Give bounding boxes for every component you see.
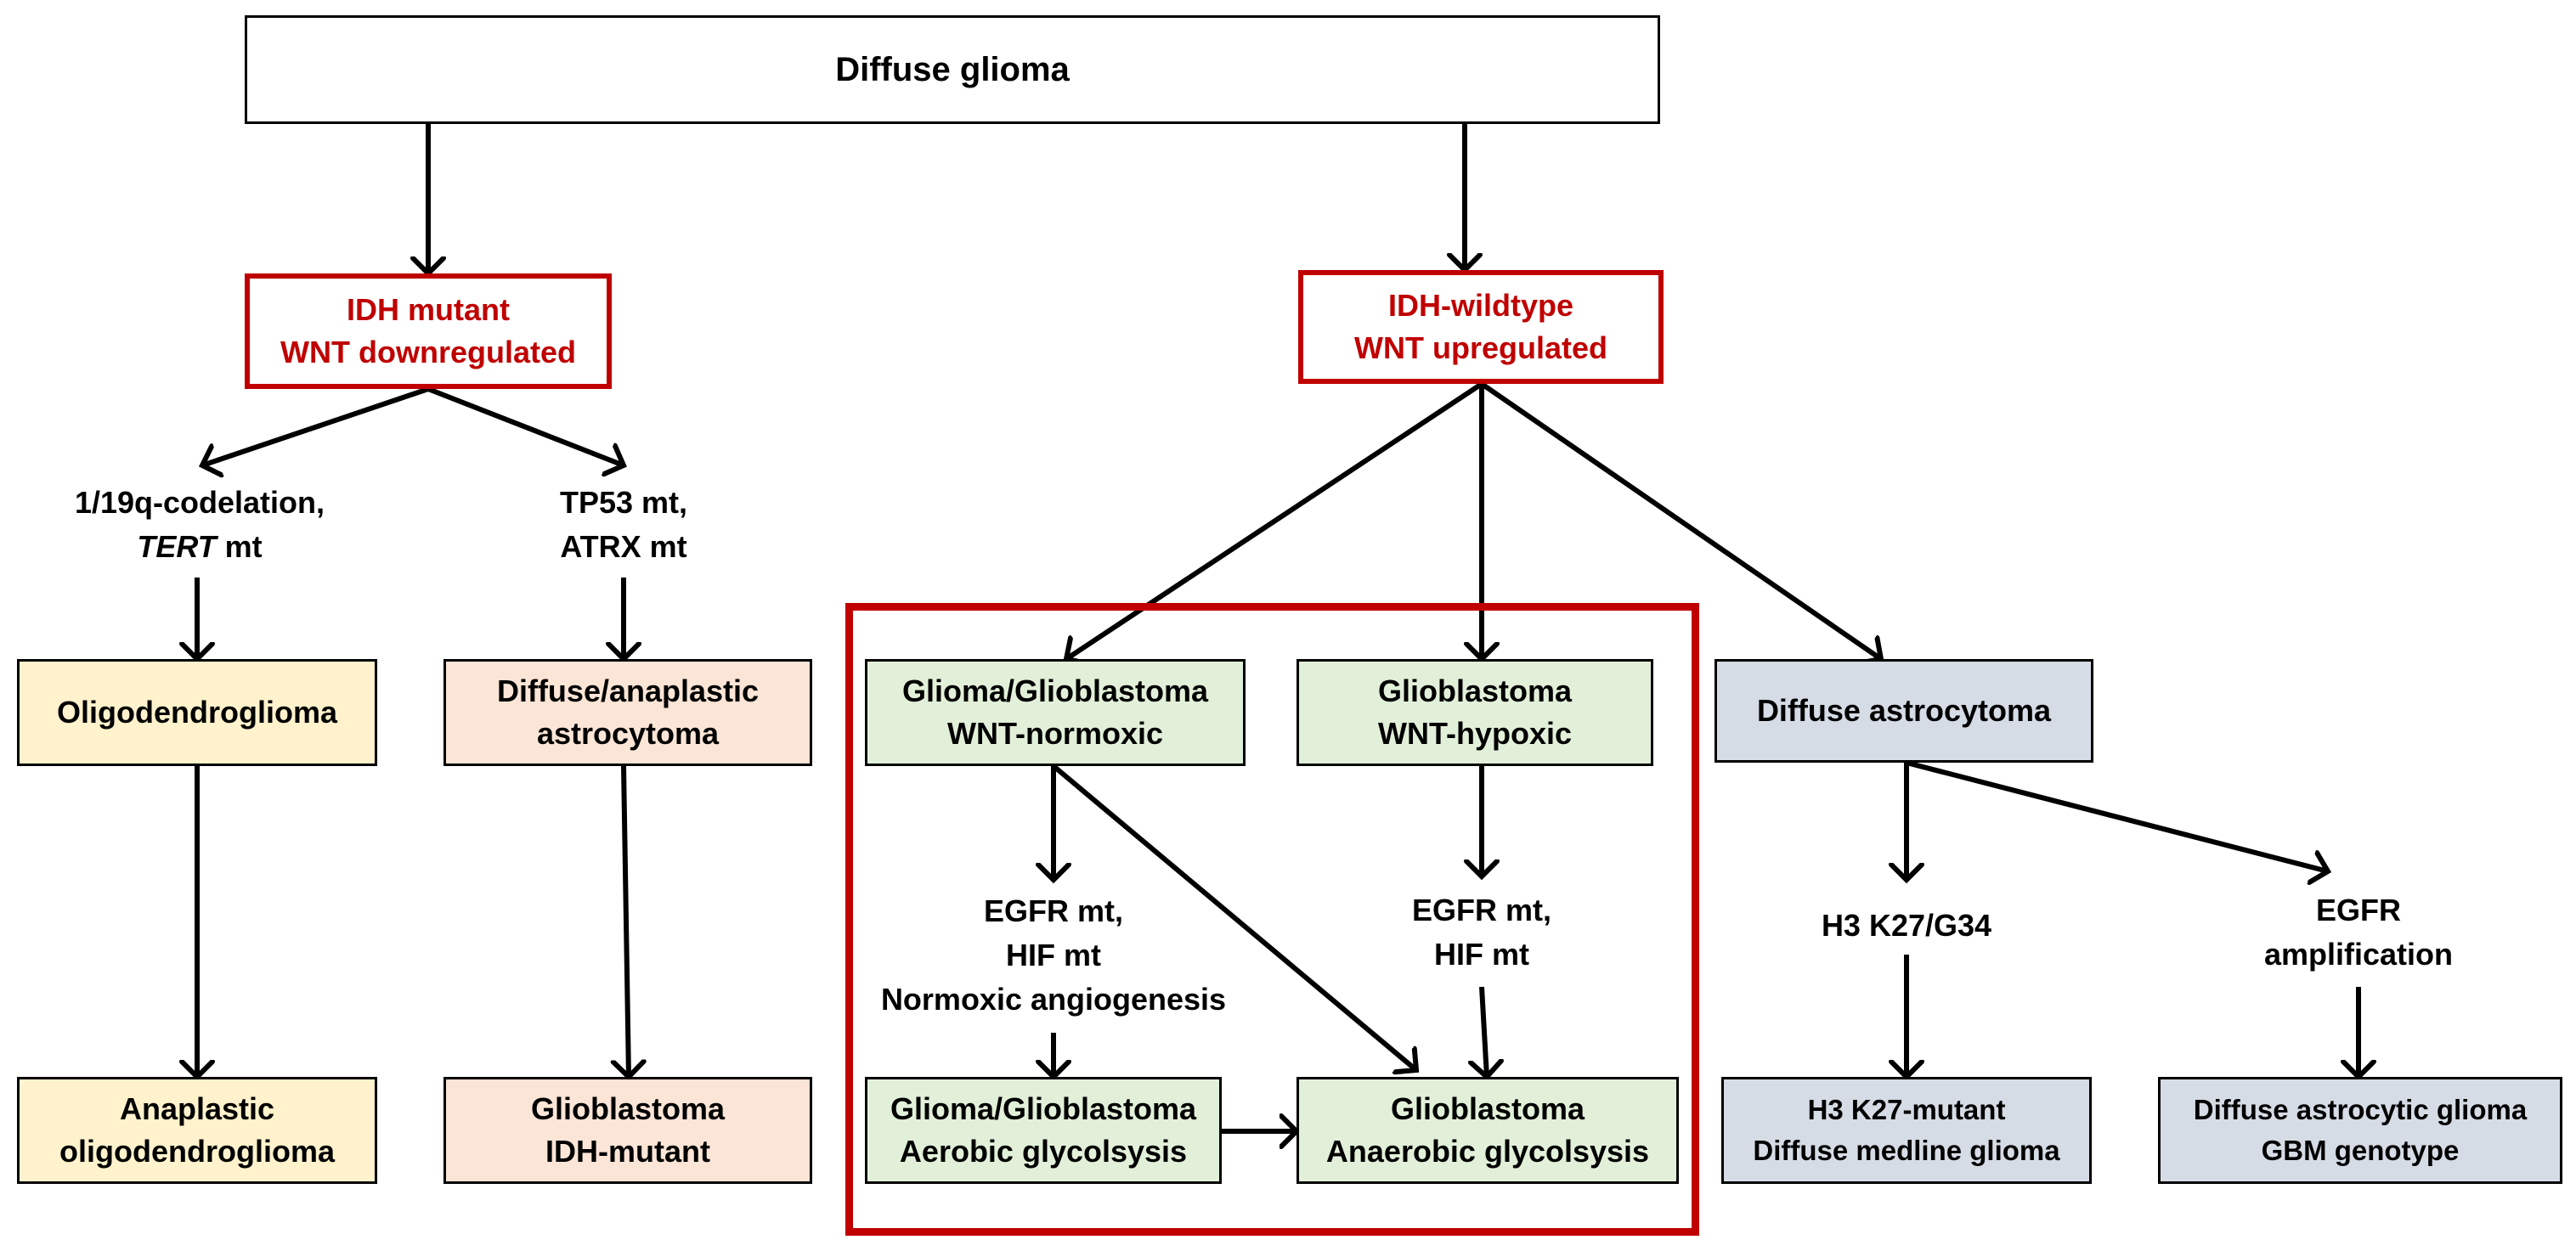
arrow-wildtype-to-diffuse-astrocytoma	[1480, 381, 1881, 659]
arrow-diffuse-astrocytoma-to-gbm-idh-mutant	[624, 765, 629, 1077]
egfr-hypoxic-line1: EGFR mt,	[1411, 892, 1551, 927]
arrow-egfr-to-anaerobic	[1482, 986, 1487, 1077]
h3-mutant-line1: H3 K27-mutant	[1807, 1094, 2006, 1126]
diffuse-anaplastic-line2: astrocytoma	[536, 716, 720, 751]
glioblastoma-anaerobic-box: Glioblastoma Anaerobic glycolsysis	[1296, 1077, 1679, 1184]
h3-label: H3 K27/G34	[1762, 900, 2051, 951]
highlight-frame	[845, 603, 1699, 1236]
h3-mutant-line2: Diffuse medline glioma	[1753, 1135, 2060, 1166]
arrow-idh-mutant-to-codeletion	[202, 386, 429, 465]
idh-wildtype-box: IDH-wildtype WNT upregulated	[1298, 270, 1664, 384]
diffuse-anaplastic-astrocytoma-box: Diffuse/anaplastic astrocytoma	[443, 659, 812, 766]
codeletion-line1: 1/19q-codelation,	[74, 484, 325, 520]
glioma-aerobic-line1: Glioma/Glioblastoma	[890, 1090, 1197, 1126]
anaplastic-oligo-line2: oligodendroglioma	[59, 1134, 335, 1169]
glioblastoma-idh-mutant-box: Glioblastoma IDH-mutant	[443, 1077, 812, 1184]
glioma-normoxic-line1: Glioma/Glioblastoma	[901, 673, 1209, 708]
codeletion-line2: TERT mt	[137, 525, 262, 569]
oligodendroglioma-label: Oligodendroglioma	[57, 694, 337, 730]
egfr-amplification-label: EGFR amplification	[2223, 883, 2494, 982]
idh-wildtype-line1: IDH-wildtype	[1387, 287, 1573, 323]
anaplastic-oligo-line1: Anaplastic	[119, 1090, 275, 1126]
gbm-hypoxic-line2: WNT-hypoxic	[1377, 716, 1572, 751]
egfr-amp-line2: amplification	[2263, 937, 2454, 972]
glioma-normoxic-box: Glioma/Glioblastoma WNT-normoxic	[865, 659, 1246, 766]
egfr-normoxic-line1: EGFR mt,	[983, 893, 1123, 928]
gbm-anaerobic-line2: Anaerobic glycolsysis	[1325, 1134, 1650, 1169]
egfr-normoxic-line2: HIF mt	[1006, 937, 1101, 972]
egfr-normoxic-line3: Normoxic angiogenesis	[880, 982, 1227, 1017]
gbm-idh-mutant-line1: Glioblastoma	[530, 1090, 726, 1126]
gbm-genotype-line1: Diffuse astrocytic glioma	[2193, 1094, 2528, 1126]
idh-mutant-line2: WNT downregulated	[280, 335, 576, 369]
h3-k27-mutant-box: H3 K27-mutant Diffuse medline glioma	[1721, 1077, 2092, 1184]
diffuse-astrocytic-glioma-gbm-genotype-box: Diffuse astrocytic glioma GBM genotype	[2158, 1077, 2562, 1184]
glioma-aerobic-box: Glioma/Glioblastoma Aerobic glycolsysis	[865, 1077, 1222, 1184]
anaplastic-oligodendroglioma-box: Anaplastic oligodendroglioma	[17, 1077, 377, 1184]
arrow-normoxic-to-anaerobic	[1052, 764, 1416, 1070]
idh-wildtype-line2: WNT upregulated	[1354, 330, 1607, 365]
tp53-line2: ATRX mt	[560, 529, 687, 564]
gbm-genotype-line2: GBM genotype	[2261, 1135, 2460, 1166]
egfr-amp-line1: EGFR	[2315, 892, 2401, 927]
egfr-hypoxic-line2: HIF mt	[1434, 937, 1529, 972]
idh-mutant-box: IDH mutant WNT downregulated	[245, 273, 612, 389]
egfr-hypoxic-label: EGFR mt, HIF mt	[1354, 883, 1609, 982]
gbm-idh-mutant-line2: IDH-mutant	[545, 1134, 710, 1169]
idh-mutant-line1: IDH mutant	[347, 291, 510, 327]
oligodendroglioma-box: Oligodendroglioma	[17, 659, 377, 766]
glioma-aerobic-line2: Aerobic glycolsysis	[899, 1134, 1188, 1169]
glioblastoma-hypoxic-box: Glioblastoma WNT-hypoxic	[1296, 659, 1653, 766]
glioma-normoxic-line2: WNT-normoxic	[946, 716, 1163, 751]
root-label: Diffuse glioma	[835, 51, 1070, 88]
egfr-normoxic-label: EGFR mt, HIF mt Normoxic angiogenesis	[858, 883, 1249, 1028]
root-box-diffuse-glioma: Diffuse glioma	[245, 15, 1660, 124]
gbm-hypoxic-line1: Glioblastoma	[1377, 673, 1573, 708]
arrow-diffuse-astrocytoma-to-egfr-amp	[1906, 760, 2328, 871]
diffuse-astrocytoma-label: Diffuse astrocytoma	[1756, 692, 2052, 728]
tert-text: TERT	[137, 529, 217, 564]
arrow-wildtype-to-normoxic	[1066, 381, 1483, 659]
diffuse-astrocytoma-box: Diffuse astrocytoma	[1715, 659, 2093, 763]
tp53-line1: TP53 mt,	[559, 484, 688, 520]
diffuse-anaplastic-line1: Diffuse/anaplastic	[496, 673, 760, 708]
arrow-idh-mutant-to-tp53	[427, 386, 624, 465]
h3-label-text: H3 K27/G34	[1821, 907, 1992, 943]
gbm-anaerobic-line1: Glioblastoma	[1390, 1090, 1585, 1126]
tp53-label: TP53 mt, ATRX mt	[488, 476, 760, 574]
tert-suffix: mt	[216, 529, 263, 564]
codeletion-label: 1/19q-codelation, TERT mt	[25, 476, 374, 574]
